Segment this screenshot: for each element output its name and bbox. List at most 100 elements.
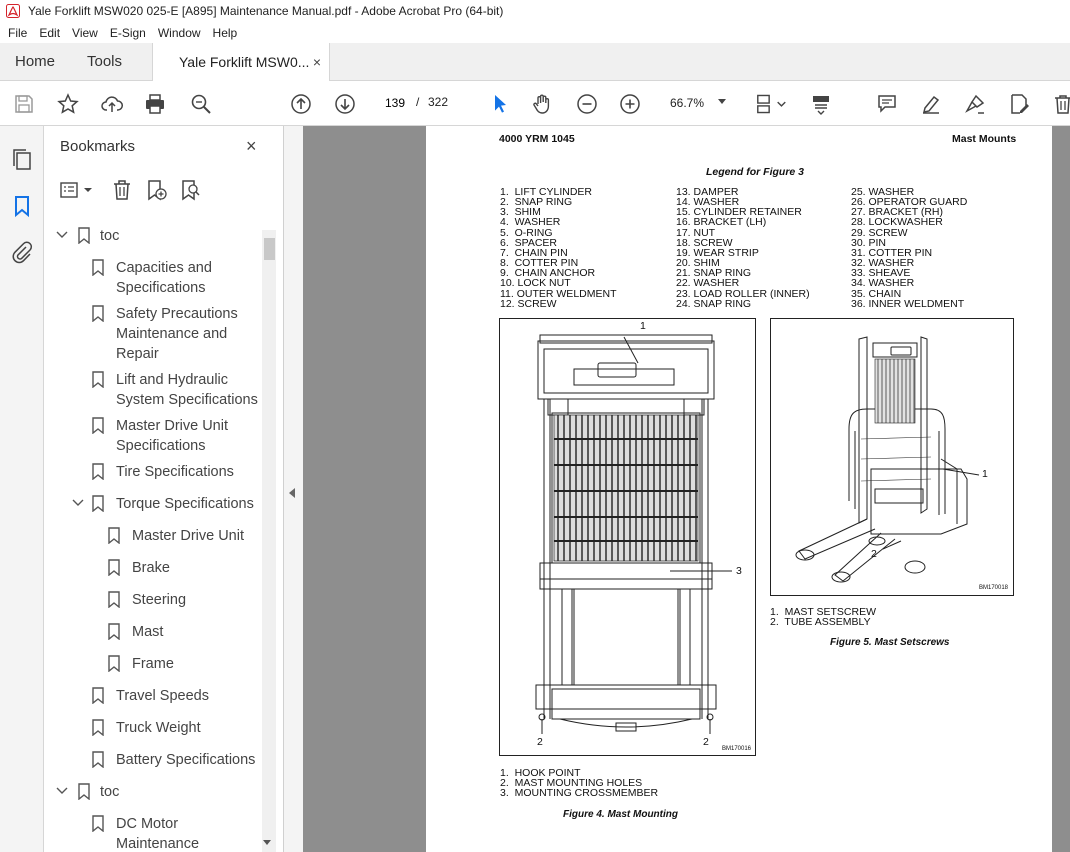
- zoom-level-dropdown[interactable]: 66.7%: [662, 91, 732, 115]
- page-header-left: 4000 YRM 1045: [499, 133, 575, 145]
- scrolling-mode-icon[interactable]: [808, 91, 834, 117]
- acrobat-app-icon: [6, 4, 20, 18]
- chevron-down-icon[interactable]: [82, 178, 94, 202]
- bookmark-ribbon-icon: [108, 655, 120, 672]
- tab-tools[interactable]: Tools: [87, 53, 123, 70]
- fig5-legend: 1. MAST SETSCREW 2. TUBE ASSEMBLY: [770, 606, 876, 629]
- bookmark-item[interactable]: Master Drive Unit: [108, 526, 258, 546]
- bookmark-item[interactable]: Lift and Hydraulic System Specifications: [92, 370, 262, 410]
- bookmark-ribbon-icon: [92, 463, 104, 480]
- bookmark-label: toc: [100, 228, 120, 244]
- scrollbar-thumb[interactable]: [264, 238, 275, 260]
- bookmark-item[interactable]: Steering: [108, 590, 258, 610]
- figure-5-mast-setscrews: 1 2 BM170018: [770, 318, 1014, 596]
- bookmark-label: Capacities and Specifications: [116, 260, 212, 296]
- menu-edit[interactable]: Edit: [39, 25, 61, 40]
- bookmark-item[interactable]: Truck Weight: [92, 718, 262, 738]
- bookmark-ribbon-icon: [108, 623, 120, 640]
- bookmark-options-icon[interactable]: [58, 178, 82, 202]
- bookmark-item[interactable]: DC Motor Maintenance: [92, 814, 262, 852]
- menu-bar: File Edit View E-Sign Window Help: [0, 22, 1070, 43]
- zoom-out-icon[interactable]: [574, 91, 600, 117]
- menu-esign[interactable]: E-Sign: [109, 25, 146, 40]
- chevron-down-icon[interactable]: [56, 229, 68, 241]
- bookmark-item[interactable]: Frame: [108, 654, 258, 674]
- bookmark-item[interactable]: Travel Speeds: [92, 686, 262, 706]
- bookmark-panel-icon[interactable]: [10, 194, 34, 218]
- bookmark-ribbon-icon: [108, 559, 120, 576]
- zoom-search-icon[interactable]: [188, 91, 214, 117]
- close-panel-icon[interactable]: ×: [246, 136, 257, 156]
- bookmark-ribbon-icon: [92, 417, 104, 434]
- bookmark-label: DC Motor Maintenance: [116, 816, 200, 852]
- bookmark-ribbon-icon: [92, 719, 104, 736]
- bookmark-item[interactable]: Safety Precautions Maintenance and Repai…: [92, 304, 262, 364]
- new-bookmark-icon[interactable]: [144, 178, 168, 202]
- navigation-rail: [0, 126, 44, 852]
- upload-cloud-icon[interactable]: [99, 91, 125, 117]
- zoom-in-icon[interactable]: [617, 91, 643, 117]
- chevron-down-icon[interactable]: [72, 497, 84, 509]
- bookmark-label: Battery Specifications: [116, 752, 256, 768]
- panel-collapse-handle[interactable]: [284, 126, 303, 852]
- bookmark-label: Safety Precautions Maintenance and Repai…: [116, 306, 238, 362]
- bookmark-item[interactable]: Mast: [108, 622, 258, 642]
- bookmark-item[interactable]: Battery Specifications: [92, 750, 262, 770]
- figure-4-mast-mounting: 1 3 2 2 BM170016: [499, 318, 756, 756]
- legend-column-1: 1. LIFT CYLINDER 2. SNAP RING 3. SHIM 4.…: [500, 186, 617, 310]
- bookmark-item[interactable]: Brake: [108, 558, 258, 578]
- print-icon[interactable]: [142, 91, 168, 117]
- pdf-page: 4000 YRM 1045 Mast Mounts Legend for Fig…: [426, 126, 1052, 852]
- bookmark-item[interactable]: Capacities and Specifications: [92, 258, 262, 298]
- select-cursor-icon[interactable]: [487, 91, 513, 117]
- fig5-callout-1: 1: [982, 468, 988, 480]
- page-number-input[interactable]: [377, 91, 413, 115]
- highlight-pen-icon[interactable]: [918, 91, 944, 117]
- menu-help[interactable]: Help: [212, 25, 238, 40]
- bookmark-ribbon-icon: [108, 591, 120, 608]
- bookmark-label: Master Drive Unit Specifications: [116, 418, 228, 454]
- bookmark-item[interactable]: Torque Specifications: [72, 494, 262, 514]
- bookmarks-scrollbar[interactable]: [262, 230, 276, 852]
- bookmark-label: Lift and Hydraulic System Specifications: [116, 372, 258, 408]
- attachment-icon[interactable]: [10, 240, 34, 264]
- previous-page-icon[interactable]: [288, 91, 314, 117]
- bookmark-item[interactable]: toc: [56, 226, 256, 246]
- bookmarks-panel: Bookmarks × toc Capacities and Specifica…: [44, 126, 284, 852]
- chevron-down-icon[interactable]: [56, 785, 68, 797]
- delete-bookmark-icon[interactable]: [110, 178, 134, 202]
- menu-window[interactable]: Window: [157, 25, 201, 40]
- hand-tool-icon[interactable]: [529, 91, 555, 117]
- scroll-down-icon[interactable]: [263, 840, 271, 845]
- legend-column-3: 25. WASHER 26. OPERATOR GUARD 27. BRACKE…: [851, 186, 968, 310]
- menu-file[interactable]: File: [8, 25, 28, 40]
- fig4-caption: Figure 4. Mast Mounting: [563, 809, 678, 820]
- tab-home[interactable]: Home: [15, 53, 56, 70]
- fill-sign-icon[interactable]: [962, 91, 988, 117]
- bookmark-ribbon-icon: [92, 687, 104, 704]
- bookmark-item[interactable]: toc: [56, 782, 256, 802]
- bookmark-label: Master Drive Unit: [132, 528, 244, 544]
- tab-document[interactable]: Yale Forklift MSW0... ×: [152, 43, 330, 81]
- bookmark-ribbon-icon: [92, 815, 104, 832]
- fig5-callout-2: 2: [871, 548, 877, 560]
- title-bar: Yale Forklift MSW020 025-E [A895] Mainte…: [0, 0, 1070, 22]
- bookmark-ribbon-icon: [92, 751, 104, 768]
- menu-view[interactable]: View: [72, 25, 98, 40]
- bookmark-item[interactable]: Master Drive Unit Specifications: [92, 416, 262, 456]
- next-page-icon[interactable]: [332, 91, 358, 117]
- page-display-icon[interactable]: [753, 91, 791, 117]
- delete-icon[interactable]: [1050, 91, 1070, 117]
- document-viewer[interactable]: 4000 YRM 1045 Mast Mounts Legend for Fig…: [303, 126, 1070, 852]
- close-tab-icon[interactable]: ×: [312, 54, 321, 70]
- star-icon[interactable]: [55, 91, 81, 117]
- page-thumbnails-icon[interactable]: [10, 148, 34, 172]
- collapse-arrow-icon[interactable]: [289, 488, 295, 498]
- comment-icon[interactable]: [874, 91, 900, 117]
- bookmark-item[interactable]: Tire Specifications: [92, 462, 262, 482]
- bookmark-label: Tire Specifications: [116, 464, 234, 480]
- save-icon[interactable]: [11, 91, 37, 117]
- bookmark-label: Torque Specifications: [116, 496, 254, 512]
- find-bookmark-icon[interactable]: [178, 178, 202, 202]
- edit-pdf-icon[interactable]: [1006, 91, 1032, 117]
